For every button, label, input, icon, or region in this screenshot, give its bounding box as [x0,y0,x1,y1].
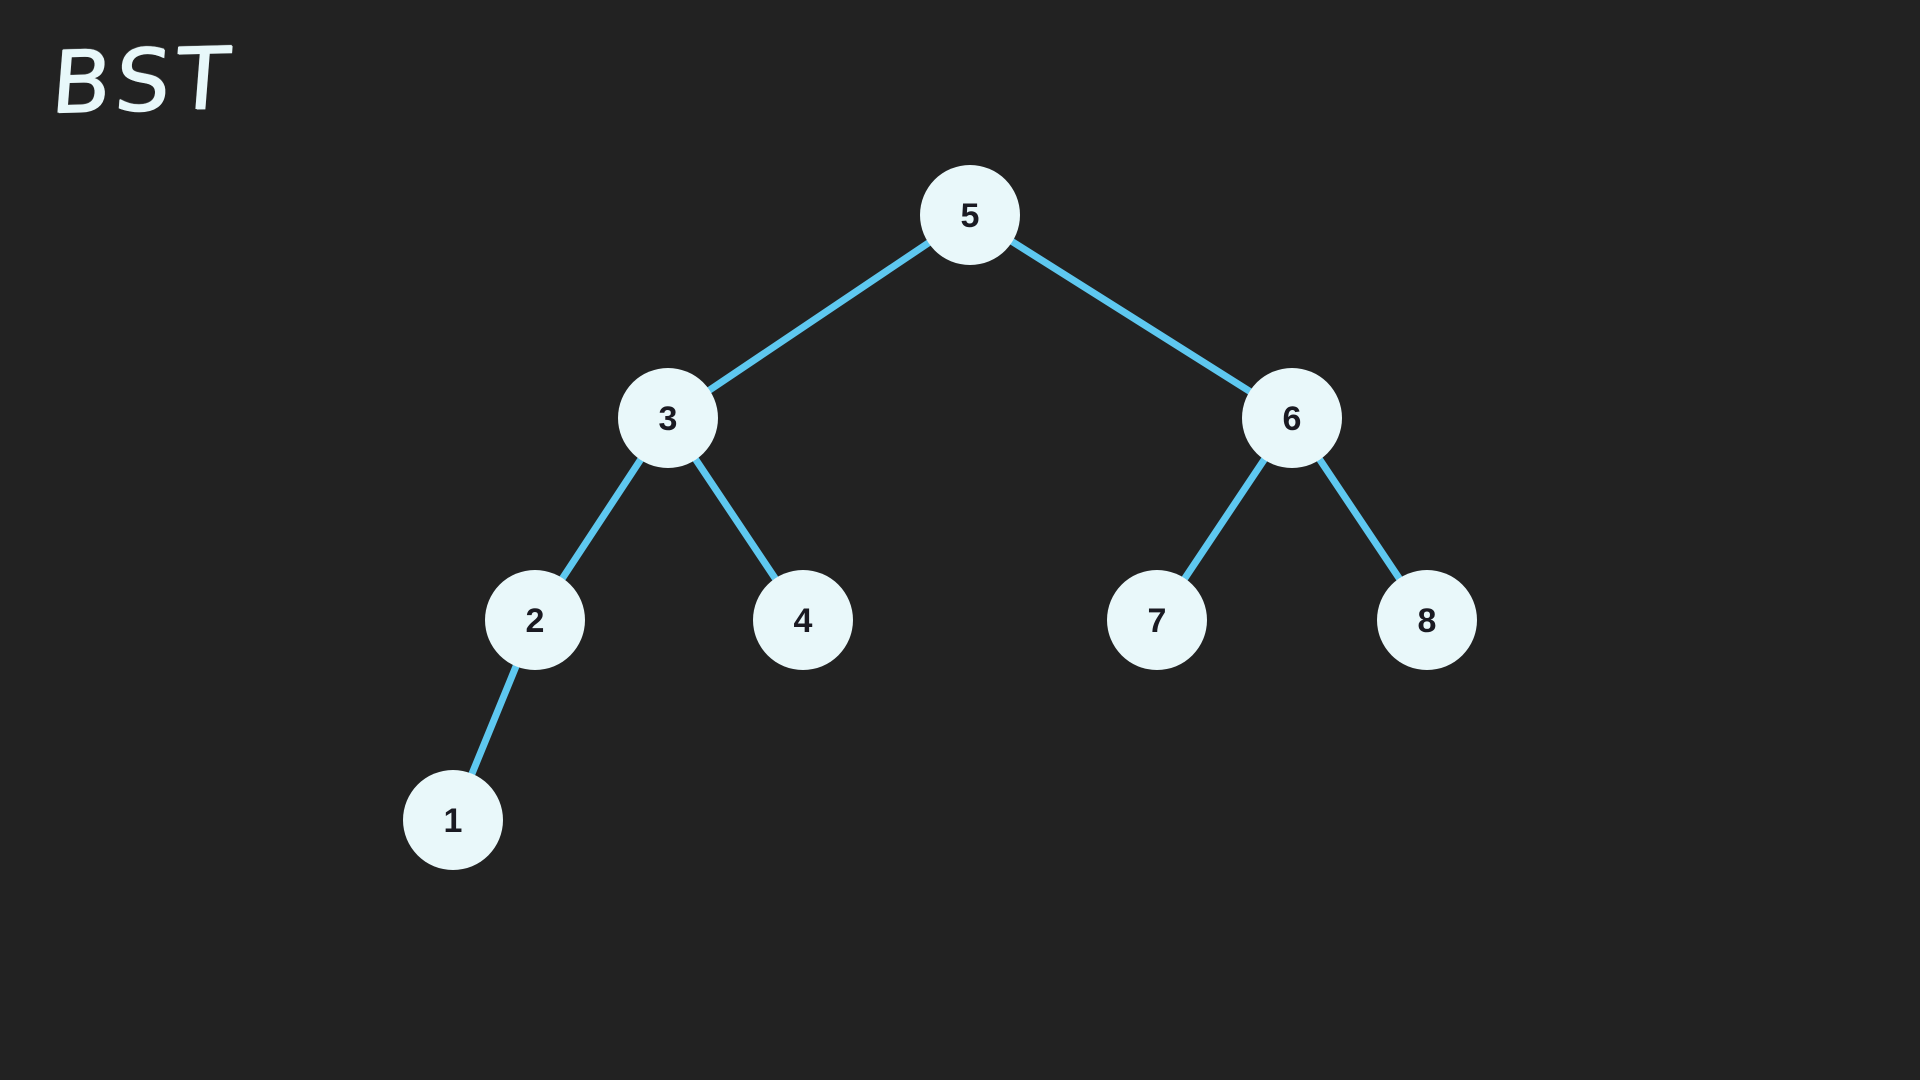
tree-node-label: 5 [961,197,980,235]
tree-edge [966,211,1296,422]
tree-node[interactable]: 6 [1242,368,1342,468]
tree-node[interactable]: 4 [753,570,853,670]
tree-node-label: 6 [1283,400,1302,438]
tree-edge [664,211,974,422]
tree-node-label: 3 [659,400,678,438]
tree-node[interactable]: 3 [618,368,718,468]
tree-node[interactable]: 5 [920,165,1020,265]
tree-node[interactable]: 1 [403,770,503,870]
tree-node-label: 4 [794,602,813,640]
tree-node-circle[interactable] [403,770,503,870]
tree-node-label: 7 [1148,602,1167,640]
tree-node-circle[interactable] [485,570,585,670]
tree-node-circle[interactable] [920,165,1020,265]
tree-node-circle[interactable] [1242,368,1342,468]
tree-node[interactable]: 8 [1377,570,1477,670]
tree-node-label: 2 [526,602,545,640]
tree-node-label: 1 [444,802,463,840]
tree-nodes-layer: 5 3 6 2 4 7 8 1 [403,165,1477,870]
tree-node-circle[interactable] [1107,570,1207,670]
tree-node-label: 8 [1418,602,1437,640]
tree-edges-layer [449,211,1431,824]
tree-node[interactable]: 2 [485,570,585,670]
tree-node[interactable]: 7 [1107,570,1207,670]
tree-node-circle[interactable] [1377,570,1477,670]
tree-node-circle[interactable] [618,368,718,468]
tree-node-circle[interactable] [753,570,853,670]
